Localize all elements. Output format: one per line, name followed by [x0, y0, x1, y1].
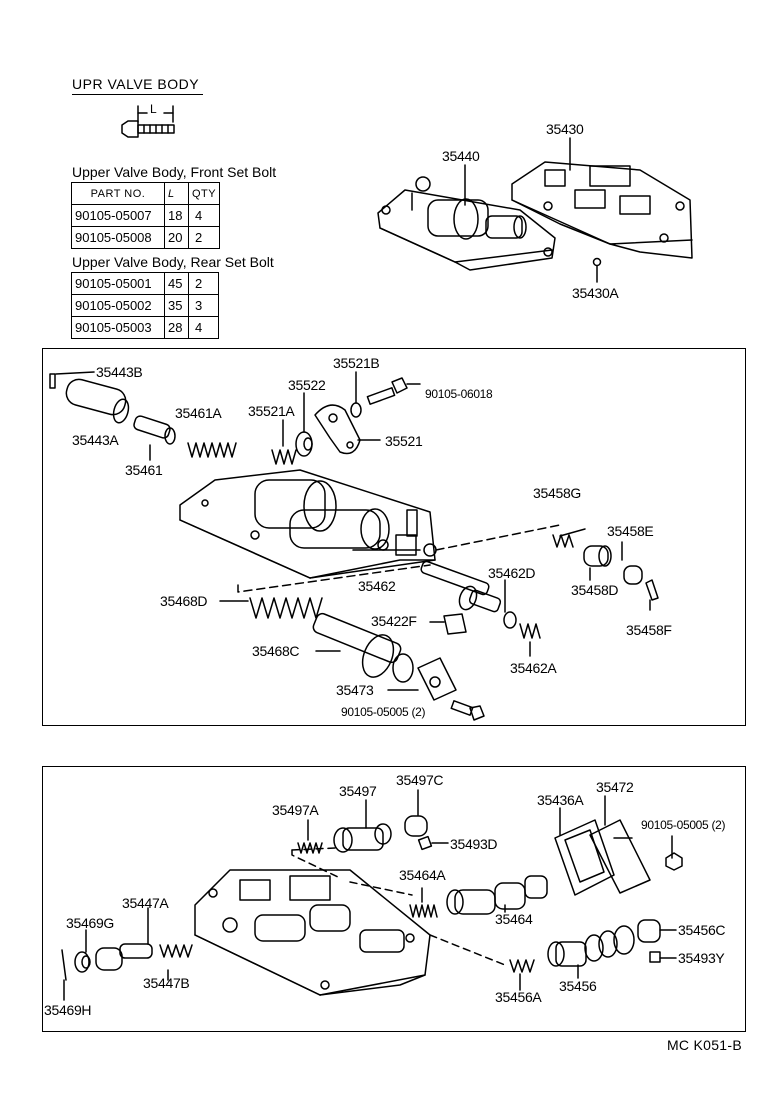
- label-35430A: 35430A: [572, 285, 619, 301]
- label-35472: 35472: [596, 779, 634, 795]
- label-35447B: 35447B: [143, 975, 190, 991]
- label-35521: 35521: [385, 433, 423, 449]
- front-bolt-table: PART NO. L QTY 90105-05007 18 4 90105-05…: [71, 182, 221, 249]
- section-title: UPR VALVE BODY: [72, 76, 204, 95]
- qty-cell: 4: [188, 316, 219, 339]
- label-35436A: 35436A: [537, 792, 584, 808]
- part-no-cell: 90105-05001: [71, 272, 165, 295]
- length-cell: 45: [164, 272, 189, 295]
- length-cell: 20: [164, 226, 189, 249]
- label-35473: 35473: [336, 682, 374, 698]
- qty-cell: 2: [188, 272, 219, 295]
- label-35469H: 35469H: [44, 1002, 92, 1018]
- qty-cell: 4: [187, 204, 221, 227]
- part-no-cell: 90105-05002: [71, 294, 165, 317]
- label-35458E: 35458E: [607, 523, 654, 539]
- label-35430: 35430: [546, 121, 584, 137]
- label-35461A: 35461A: [175, 405, 222, 421]
- length-cell: 35: [164, 294, 189, 317]
- label-35493D: 35493D: [450, 836, 498, 852]
- bolt-length-label: L: [150, 102, 157, 116]
- label-35458G: 35458G: [533, 485, 582, 501]
- label-35497: 35497: [339, 783, 377, 799]
- label-35447A: 35447A: [122, 895, 169, 911]
- table-row: 90105-05002 35 3: [71, 294, 219, 317]
- table-row: 90105-05008 20 2: [71, 226, 221, 249]
- part-no-cell: 90105-05003: [71, 316, 165, 339]
- label-35464: 35464: [495, 911, 533, 927]
- label-35456C: 35456C: [678, 922, 726, 938]
- label-35497C: 35497C: [396, 772, 444, 788]
- part-no-cell: 90105-05007: [71, 204, 165, 227]
- qty-cell: 3: [188, 294, 219, 317]
- table-row: 90105-05007 18 4: [71, 204, 221, 227]
- label-35464A: 35464A: [399, 867, 446, 883]
- qty-cell: 2: [187, 226, 221, 249]
- label-35458D: 35458D: [571, 582, 619, 598]
- label-35462: 35462: [358, 578, 396, 594]
- label-35461: 35461: [125, 462, 163, 478]
- label-35522: 35522: [288, 377, 326, 393]
- label-35462D: 35462D: [488, 565, 536, 581]
- label-35468C: 35468C: [252, 643, 300, 659]
- diagram-code: MC K051-B: [666, 1037, 742, 1053]
- label-35469G: 35469G: [66, 915, 115, 931]
- front-bolt-caption: Upper Valve Body, Front Set Bolt: [72, 164, 277, 180]
- label-35458F: 35458F: [626, 622, 672, 638]
- label-35443B: 35443B: [96, 364, 143, 380]
- label-90105-05005-2-b: 90105-05005 (2): [641, 818, 726, 832]
- upper-valve-body-35430: [511, 161, 693, 259]
- label-35521B: 35521B: [333, 355, 380, 371]
- label-35493Y: 35493Y: [678, 950, 725, 966]
- label-35456A: 35456A: [495, 989, 542, 1005]
- table-header-row: PART NO. L QTY: [71, 182, 221, 205]
- label-90105-06018: 90105-06018: [425, 387, 493, 401]
- lower-valve-body-35440: [377, 176, 556, 271]
- label-35422F: 35422F: [371, 613, 417, 629]
- label-35468D: 35468D: [160, 593, 208, 609]
- length-cell: 28: [164, 316, 189, 339]
- part-no-cell: 90105-05008: [71, 226, 165, 249]
- length-cell: 18: [164, 204, 189, 227]
- rear-bolt-caption: Upper Valve Body, Rear Set Bolt: [72, 254, 274, 270]
- label-35440: 35440: [442, 148, 480, 164]
- header-l: L: [164, 182, 189, 205]
- header-part-no: PART NO.: [71, 182, 165, 205]
- exploded-view-panel-2: [42, 766, 746, 1032]
- panel1-parts: [49, 371, 659, 721]
- label-90105-05005-2: 90105-05005 (2): [341, 705, 426, 719]
- rear-bolt-table: 90105-05001 45 2 90105-05002 35 3 90105-…: [71, 272, 219, 339]
- exploded-view-panel-1: [42, 348, 746, 726]
- label-35456: 35456: [559, 978, 597, 994]
- table-row: 90105-05001 45 2: [71, 272, 219, 295]
- label-35443A: 35443A: [72, 432, 119, 448]
- bolt-icon: [121, 105, 175, 138]
- label-35462A: 35462A: [510, 660, 557, 676]
- header-qty: QTY: [187, 182, 221, 205]
- label-35497A: 35497A: [272, 802, 319, 818]
- label-35521A: 35521A: [248, 403, 295, 419]
- panel2-parts: [61, 789, 683, 1001]
- table-row: 90105-05003 28 4: [71, 316, 219, 339]
